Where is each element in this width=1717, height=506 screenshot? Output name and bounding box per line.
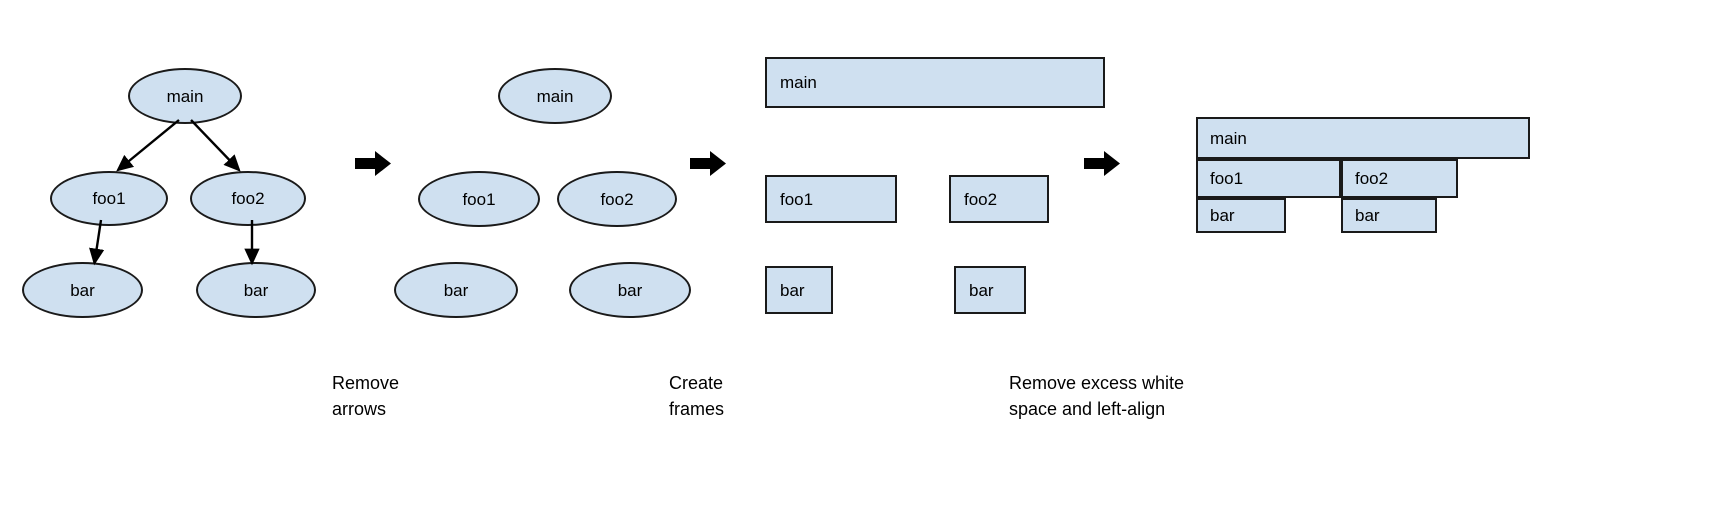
flame-frame-label: foo2 [1355,169,1389,188]
node-ellipse-bar: bar [196,262,316,318]
node-ellipse-main: main [128,68,242,124]
node-label: foo2 [600,189,634,209]
node-rect-foo1: foo1 [765,175,897,223]
node-rect-bar: bar [765,266,833,314]
flame-frame-label: bar [1355,206,1380,225]
node-label: foo2 [231,189,265,208]
tree-edge-arrow [190,119,241,172]
node-label: main [536,86,574,106]
node-label: bar [617,280,643,300]
transition-arrow-icon [355,151,391,176]
node-label: foo1 [462,189,496,209]
node-rect-bar: bar [954,266,1026,314]
transition-arrow-icon [1084,151,1120,176]
node-label: main [166,86,204,106]
node-rect-main: main [765,57,1105,108]
flame-frame-foo1: foo1 [1196,159,1341,198]
node-ellipse-bar: bar [22,262,143,318]
flame-frame-label: foo1 [1210,169,1244,188]
node-ellipse-foo1: foo1 [418,171,540,227]
flame-frame-foo2: foo2 [1341,159,1458,198]
tree-edge-arrow [89,219,105,266]
node-ellipse-foo1: foo1 [50,171,168,226]
flame-frame-main: main [1196,117,1530,159]
tree-edge-arrow [116,119,180,172]
node-label: bar [969,280,994,300]
node-label: foo2 [964,189,998,209]
node-ellipse-bar: bar [394,262,518,318]
node-label: bar [443,280,469,300]
node-ellipse-bar: bar [569,262,691,318]
node-label: main [780,73,817,92]
node-label: foo1 [92,189,126,208]
node-label: bar [243,280,269,300]
transition-caption: Create frames [669,373,725,419]
flame-frame-label: main [1210,128,1247,148]
transition-caption: Remove excess white space and left-align [1009,373,1185,419]
flame-frame-bar: bar [1196,198,1286,233]
node-ellipse-foo2: foo2 [190,171,306,226]
node-ellipse-foo2: foo2 [557,171,677,227]
transition-caption: Remove arrows [332,373,400,419]
node-label: bar [70,280,95,300]
node-rect-foo2: foo2 [949,175,1049,223]
node-label: foo1 [780,189,814,209]
flame-frame-bar: bar [1341,198,1437,233]
node-label: bar [780,280,805,300]
node-ellipse-main: main [498,68,612,124]
transition-arrow-icon [690,151,726,176]
flame-frame-label: bar [1210,206,1235,225]
